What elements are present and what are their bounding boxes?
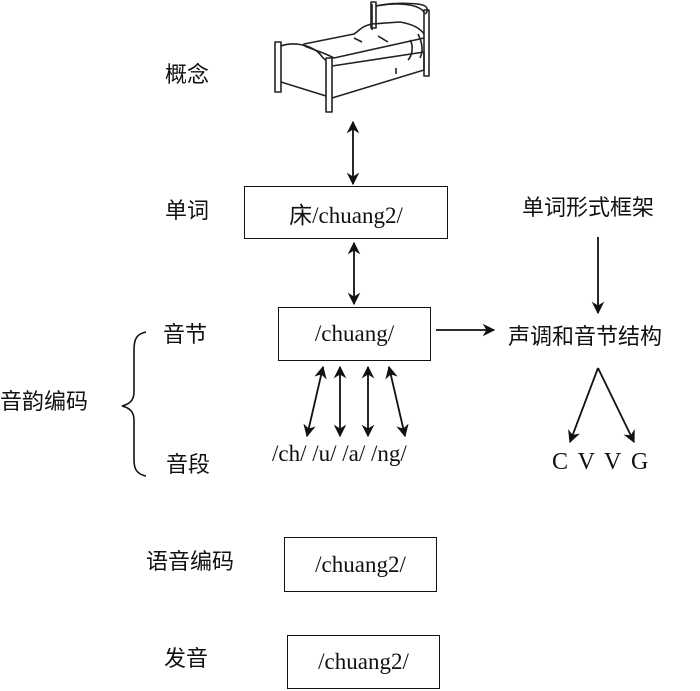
cvvg-text: C V V G [552,449,651,475]
bed-icon [274,1,430,113]
segment-arrow-ng [385,365,409,438]
label-word-form-frame: 单词形式框架 [522,196,655,221]
label-tone-syllable-structure: 声调和音节结构 [508,325,663,350]
label-concept: 概念 [165,63,210,88]
curly-brace [121,331,147,477]
label-articulation: 发音 [164,647,209,672]
syllable-box: /chuang/ [278,307,431,361]
label-syllable: 音节 [163,323,208,348]
label-phonetic-encoding: 语音编码 [146,550,235,575]
segment-arrow-ch [303,365,327,438]
articulation-box: /chuang2/ [287,635,440,689]
segments-text: /ch/ /u/ /a/ /ng/ [272,441,407,466]
label-segment: 音段 [166,453,211,478]
label-phonological-encoding: 音韵编码 [0,390,89,415]
word-box: 床/chuang2/ [244,186,448,239]
phonetic-encoding-box: /chuang2/ [284,537,437,592]
cvvg-arrow-left [568,367,599,444]
cvvg-arrow-right [597,367,635,444]
label-word: 单词 [165,199,210,224]
